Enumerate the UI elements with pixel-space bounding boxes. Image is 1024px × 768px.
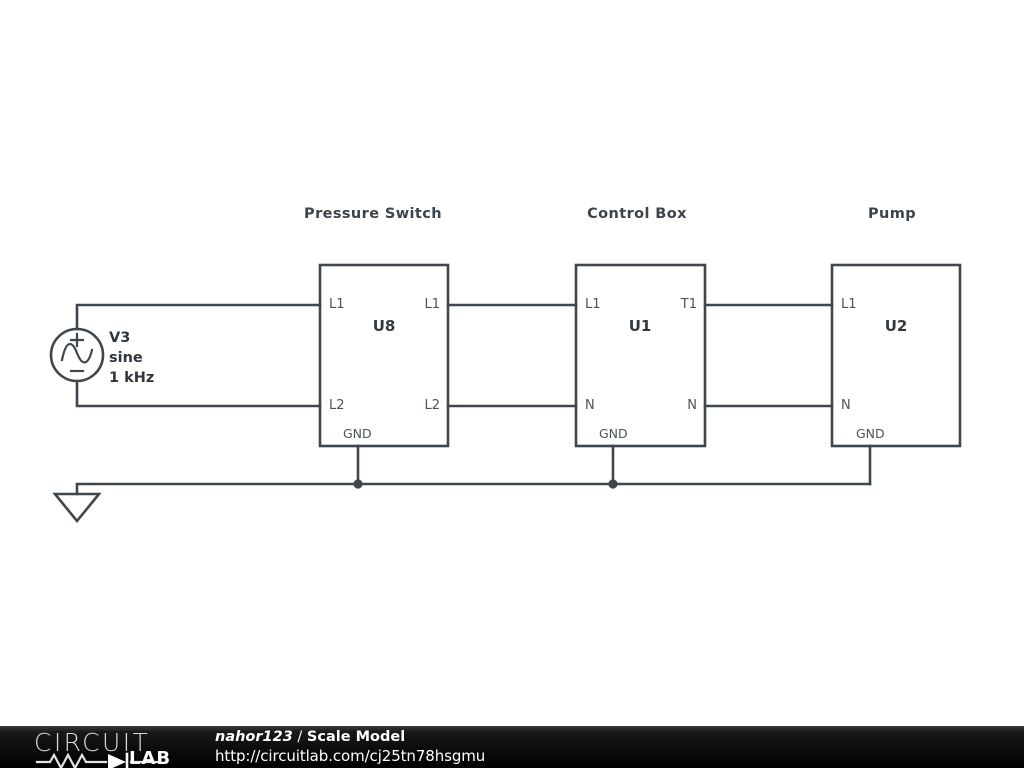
pin-u2-gnd: GND (856, 426, 885, 441)
logo-text-lab: LAB (129, 748, 172, 768)
component-ref-u2: U2 (884, 317, 908, 335)
resistor-diode-icon (35, 752, 160, 768)
wire-source-bottom (75, 379, 322, 408)
component-ref-u1: U1 (628, 317, 652, 335)
pin-u8-right-l1: L1 (424, 297, 440, 312)
source-frequency: 1 kHz (109, 370, 155, 386)
source-type: sine (109, 350, 143, 366)
junction-dot-u1-gnd (608, 479, 618, 489)
component-box-u2 (830, 263, 962, 448)
component-box-u8 (318, 263, 450, 448)
circuit-schematic (49, 263, 962, 524)
footer-separator: / (292, 729, 307, 745)
sine-wave-glyph (60, 343, 94, 364)
footer-project-line: nahor123 / Scale Model (215, 729, 405, 745)
pin-u2-left-n: N (841, 398, 851, 413)
wire-ground-bus (75, 482, 872, 496)
component-box-u1 (574, 263, 707, 448)
wire-source-top (75, 303, 322, 331)
pin-u8-gnd: GND (343, 426, 372, 441)
component-title-pressure-switch: Pressure Switch (304, 206, 442, 222)
pin-u8-left-l1: L1 (329, 297, 345, 312)
pin-u8-right-l2: L2 (424, 398, 440, 413)
footer-bar: CIRCUIT LAB nahor123 / Scale Mode (0, 726, 1024, 768)
footer-username: nahor123 (215, 729, 293, 745)
voltage-source-circle (49, 327, 105, 383)
ground-symbol (52, 492, 102, 524)
pin-u2-left-l1: L1 (841, 297, 857, 312)
source-name: V3 (109, 330, 131, 346)
logo-text-circuit: CIRCUIT (34, 728, 151, 757)
component-title-control-box: Control Box (587, 206, 687, 222)
plus-sign-glyph (69, 332, 85, 348)
component-ref-u8: U8 (372, 317, 396, 335)
footer-url[interactable]: http://circuitlab.com/cj25tn78hsgmu (215, 747, 486, 765)
source-label-block: V3 sine 1 kHz (109, 328, 154, 388)
pin-u8-left-l2: L2 (329, 398, 345, 413)
pin-u1-left-n: N (585, 398, 595, 413)
footer-project-name: Scale Model (306, 729, 406, 745)
pin-u1-right-t1: T1 (680, 297, 697, 312)
pin-u1-left-l1: L1 (585, 297, 601, 312)
circuitlab-logo: CIRCUIT LAB (34, 728, 184, 768)
component-title-pump: Pump (867, 206, 917, 222)
pin-u1-gnd: GND (599, 426, 628, 441)
junction-dot-u8-gnd (353, 479, 363, 489)
pin-u1-right-n: N (687, 398, 697, 413)
